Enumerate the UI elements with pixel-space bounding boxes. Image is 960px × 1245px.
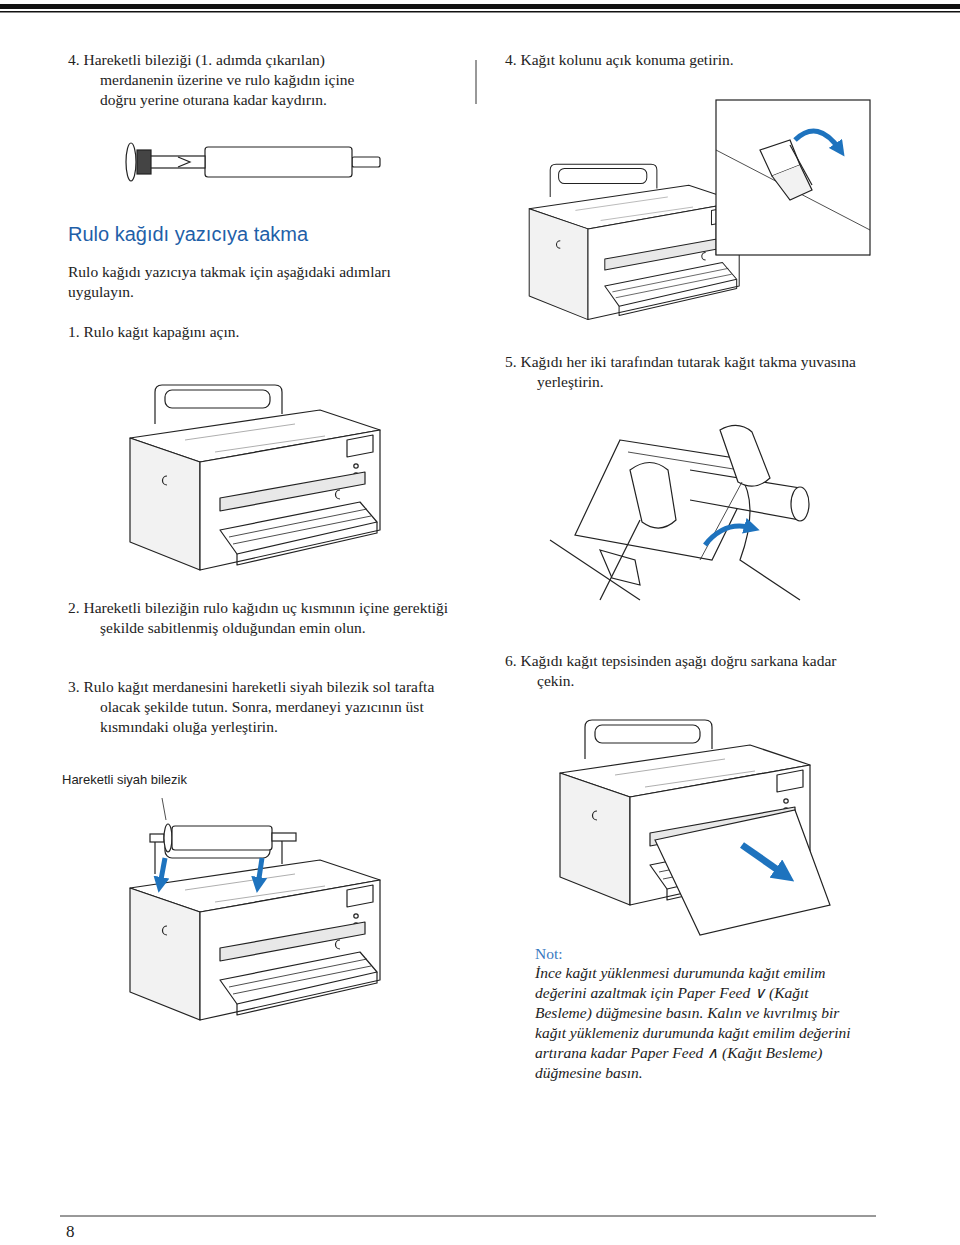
step-text: 5. Kağıdı her iki tarafından tutarak kağ… <box>505 352 877 392</box>
step-text: 1. Rulo kağıt kapağını açın. <box>68 322 428 342</box>
step-text: 6. Kağıdı kağıt tepsisinden aşağı doğru … <box>505 651 867 691</box>
page-rule <box>0 4 960 9</box>
callout-label: Hareketli siyah bilezik <box>60 772 189 788</box>
printer-drawing <box>130 385 380 570</box>
step-text: 4. Kağıt kolunu açık konuma getirin. <box>505 50 885 70</box>
paper-insert-drawing <box>550 425 809 600</box>
spindle-drawing <box>150 798 296 885</box>
intro-text: Rulo kağıdı yazıcıya takmak için aşağıda… <box>68 262 408 302</box>
step-text: 4. Hareketli bileziği (1. adımda çıkarıl… <box>68 50 380 110</box>
printer-drawing <box>130 835 380 1020</box>
step-text: 2. Hareketli bileziğin rulo kağıdın uç k… <box>68 598 460 638</box>
page-rule <box>0 11 960 13</box>
footer-rule <box>60 1216 876 1217</box>
note-heading: Not: <box>535 944 563 964</box>
page-number: 8 <box>66 1222 75 1242</box>
note-text: İnce kağıt yüklenmesi durumunda kağıt em… <box>535 963 865 1083</box>
lever-inset <box>716 100 870 255</box>
printer-drawing <box>529 164 739 319</box>
section-title: Rulo kağıdı yazıcıya takma <box>68 222 308 246</box>
step-text: 3. Rulo kağıt merdanesini hareketli siya… <box>68 677 460 737</box>
column-divider <box>476 60 477 104</box>
paper-drawing <box>655 810 830 935</box>
spindle-drawing <box>126 143 380 181</box>
